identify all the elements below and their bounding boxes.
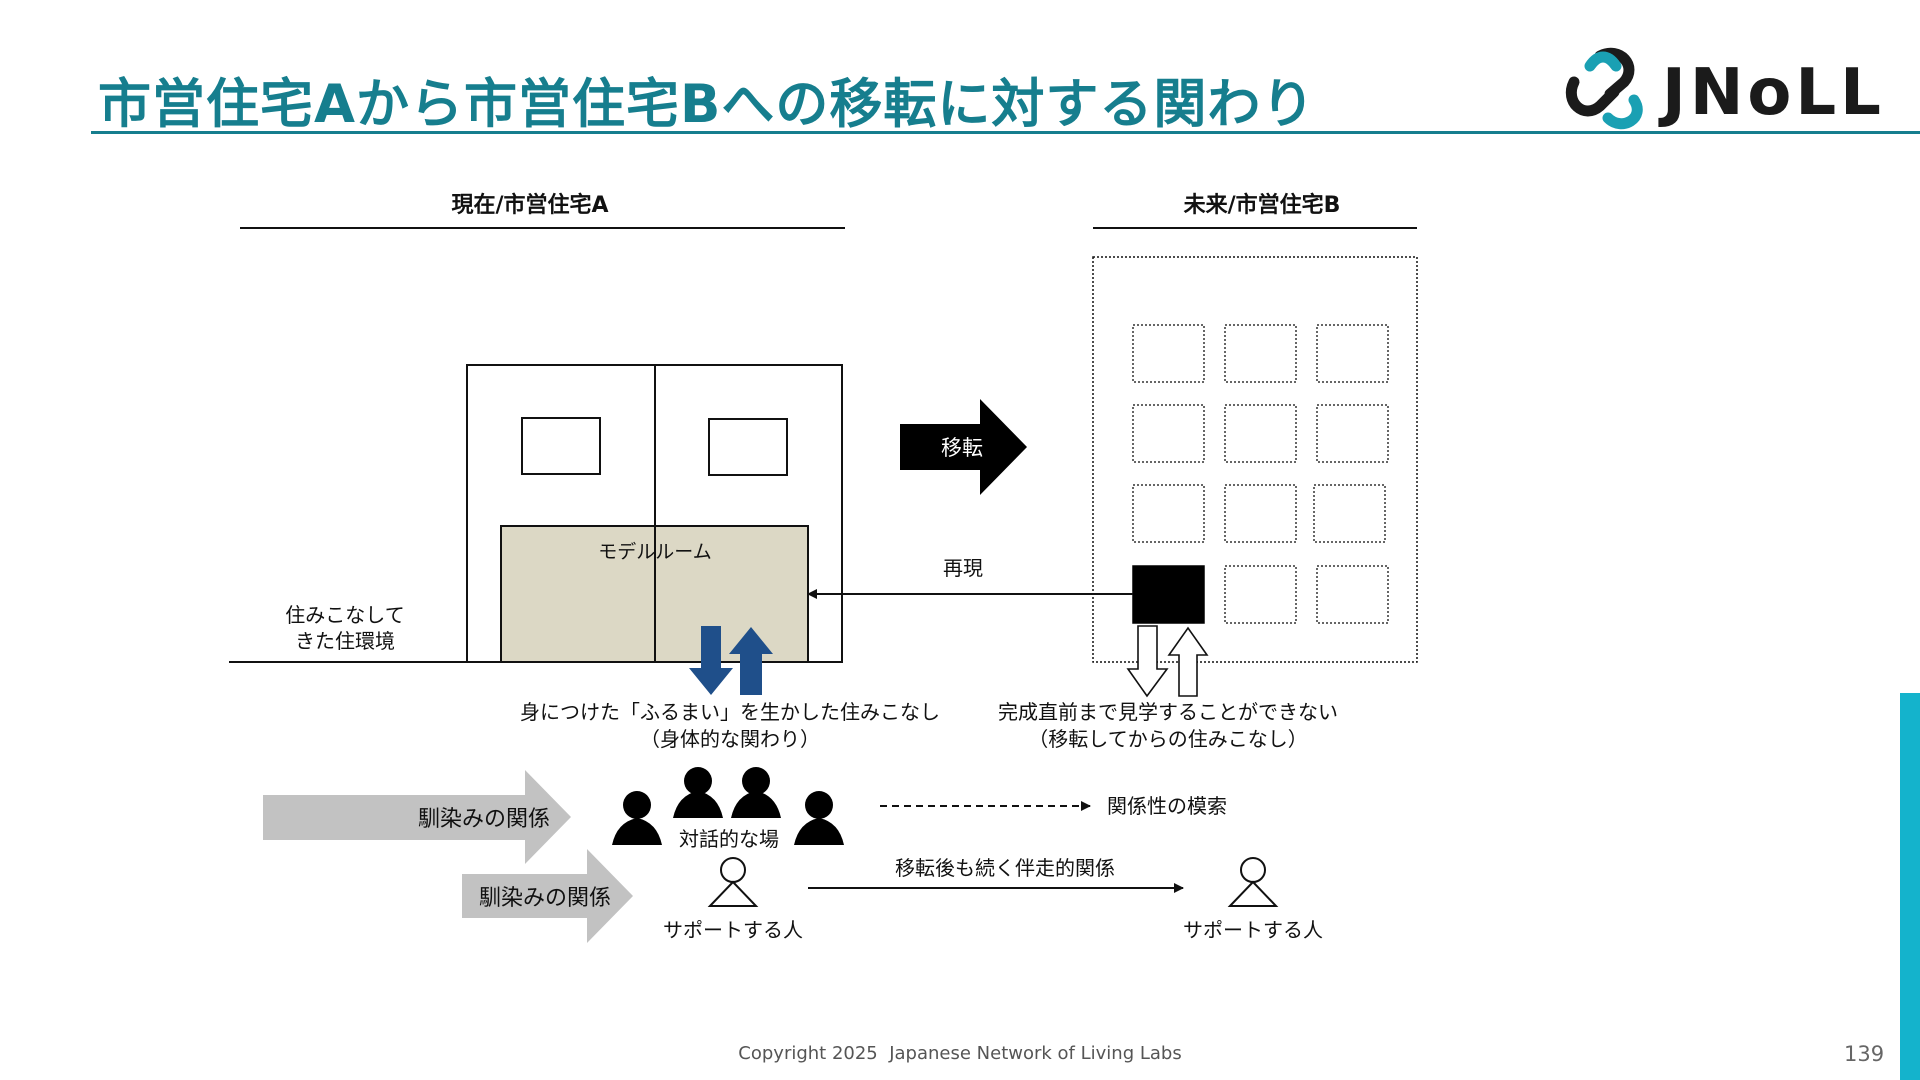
link-icon	[1565, 47, 1643, 130]
person-icon	[673, 767, 723, 818]
building-b-window	[1224, 404, 1297, 463]
visit-caption-line2: （移転してからの住みこなし）	[1028, 727, 1307, 751]
support-label-left: サポートする人	[663, 918, 803, 942]
building-b-window	[1132, 324, 1205, 383]
copyright-footer: Copyright 2025 Japanese Network of Livin…	[738, 1043, 1182, 1064]
visit-caption-line1: 完成直前まで見学することができない	[998, 700, 1338, 724]
lived-env-label-line2: きた住環境	[295, 629, 395, 653]
person-icon	[731, 767, 781, 818]
down-arrow-outline	[1126, 625, 1169, 698]
page-title: 市営住宅Aから市営住宅Bへの移転に対する関わり	[98, 74, 1316, 135]
familiar-label-upper: 馴染みの関係	[418, 807, 550, 832]
building-b-window	[1132, 404, 1205, 463]
jnoll-logo-svg: JNoLL	[1565, 47, 1885, 130]
side-accent-bar	[1900, 693, 1920, 1080]
move-arrow	[900, 399, 1027, 495]
up-arrow-blue	[729, 627, 773, 695]
down-arrow-blue	[689, 626, 733, 695]
building-a-window	[521, 417, 601, 475]
familiar-arrow-upper	[263, 770, 571, 864]
person-icon	[612, 791, 662, 845]
building-b-window	[1313, 484, 1386, 543]
lived-env-label-line1: 住みこなして	[285, 603, 404, 627]
move-label: 移転	[941, 436, 983, 460]
supporter-icon-right	[1227, 857, 1279, 907]
explore-label: 関係性の模索	[1107, 794, 1227, 818]
familiar-arrow-lower	[462, 849, 633, 943]
model-room-label: モデルルーム	[598, 541, 711, 563]
building-b	[1092, 256, 1418, 663]
title-underline	[91, 131, 1920, 134]
up-arrow-outline	[1167, 626, 1209, 697]
reproduce-label: 再現	[943, 556, 983, 580]
building-b-window	[1316, 324, 1389, 383]
future-header: 未来/市営住宅B	[1184, 192, 1341, 218]
building-b-window	[1224, 565, 1297, 624]
familiar-label-lower: 馴染みの関係	[479, 886, 611, 911]
body-caption-line2: （身体的な関わり）	[640, 727, 820, 751]
current-header: 現在/市営住宅A	[451, 192, 608, 218]
support-label-right: サポートする人	[1183, 918, 1323, 942]
building-b-window	[1224, 324, 1297, 383]
building-a-window	[708, 418, 788, 476]
target-unit	[1132, 565, 1205, 624]
body-caption-line1: 身につけた「ふるまい」を生かした住みこなし	[520, 700, 940, 724]
person-icon	[794, 791, 844, 845]
building-b-window	[1316, 404, 1389, 463]
building-b-window	[1132, 484, 1205, 543]
continue-label: 移転後も続く伴走的関係	[895, 856, 1115, 880]
jnoll-logo: JNoLL	[1562, 44, 1912, 138]
logo-text: JNoLL	[1658, 56, 1885, 130]
supporter-icon-left	[707, 857, 759, 907]
building-b-window	[1316, 565, 1389, 624]
building-b-window	[1224, 484, 1297, 543]
dialogue-label: 対話的な場	[679, 827, 779, 851]
page-number: 139	[1844, 1042, 1885, 1066]
